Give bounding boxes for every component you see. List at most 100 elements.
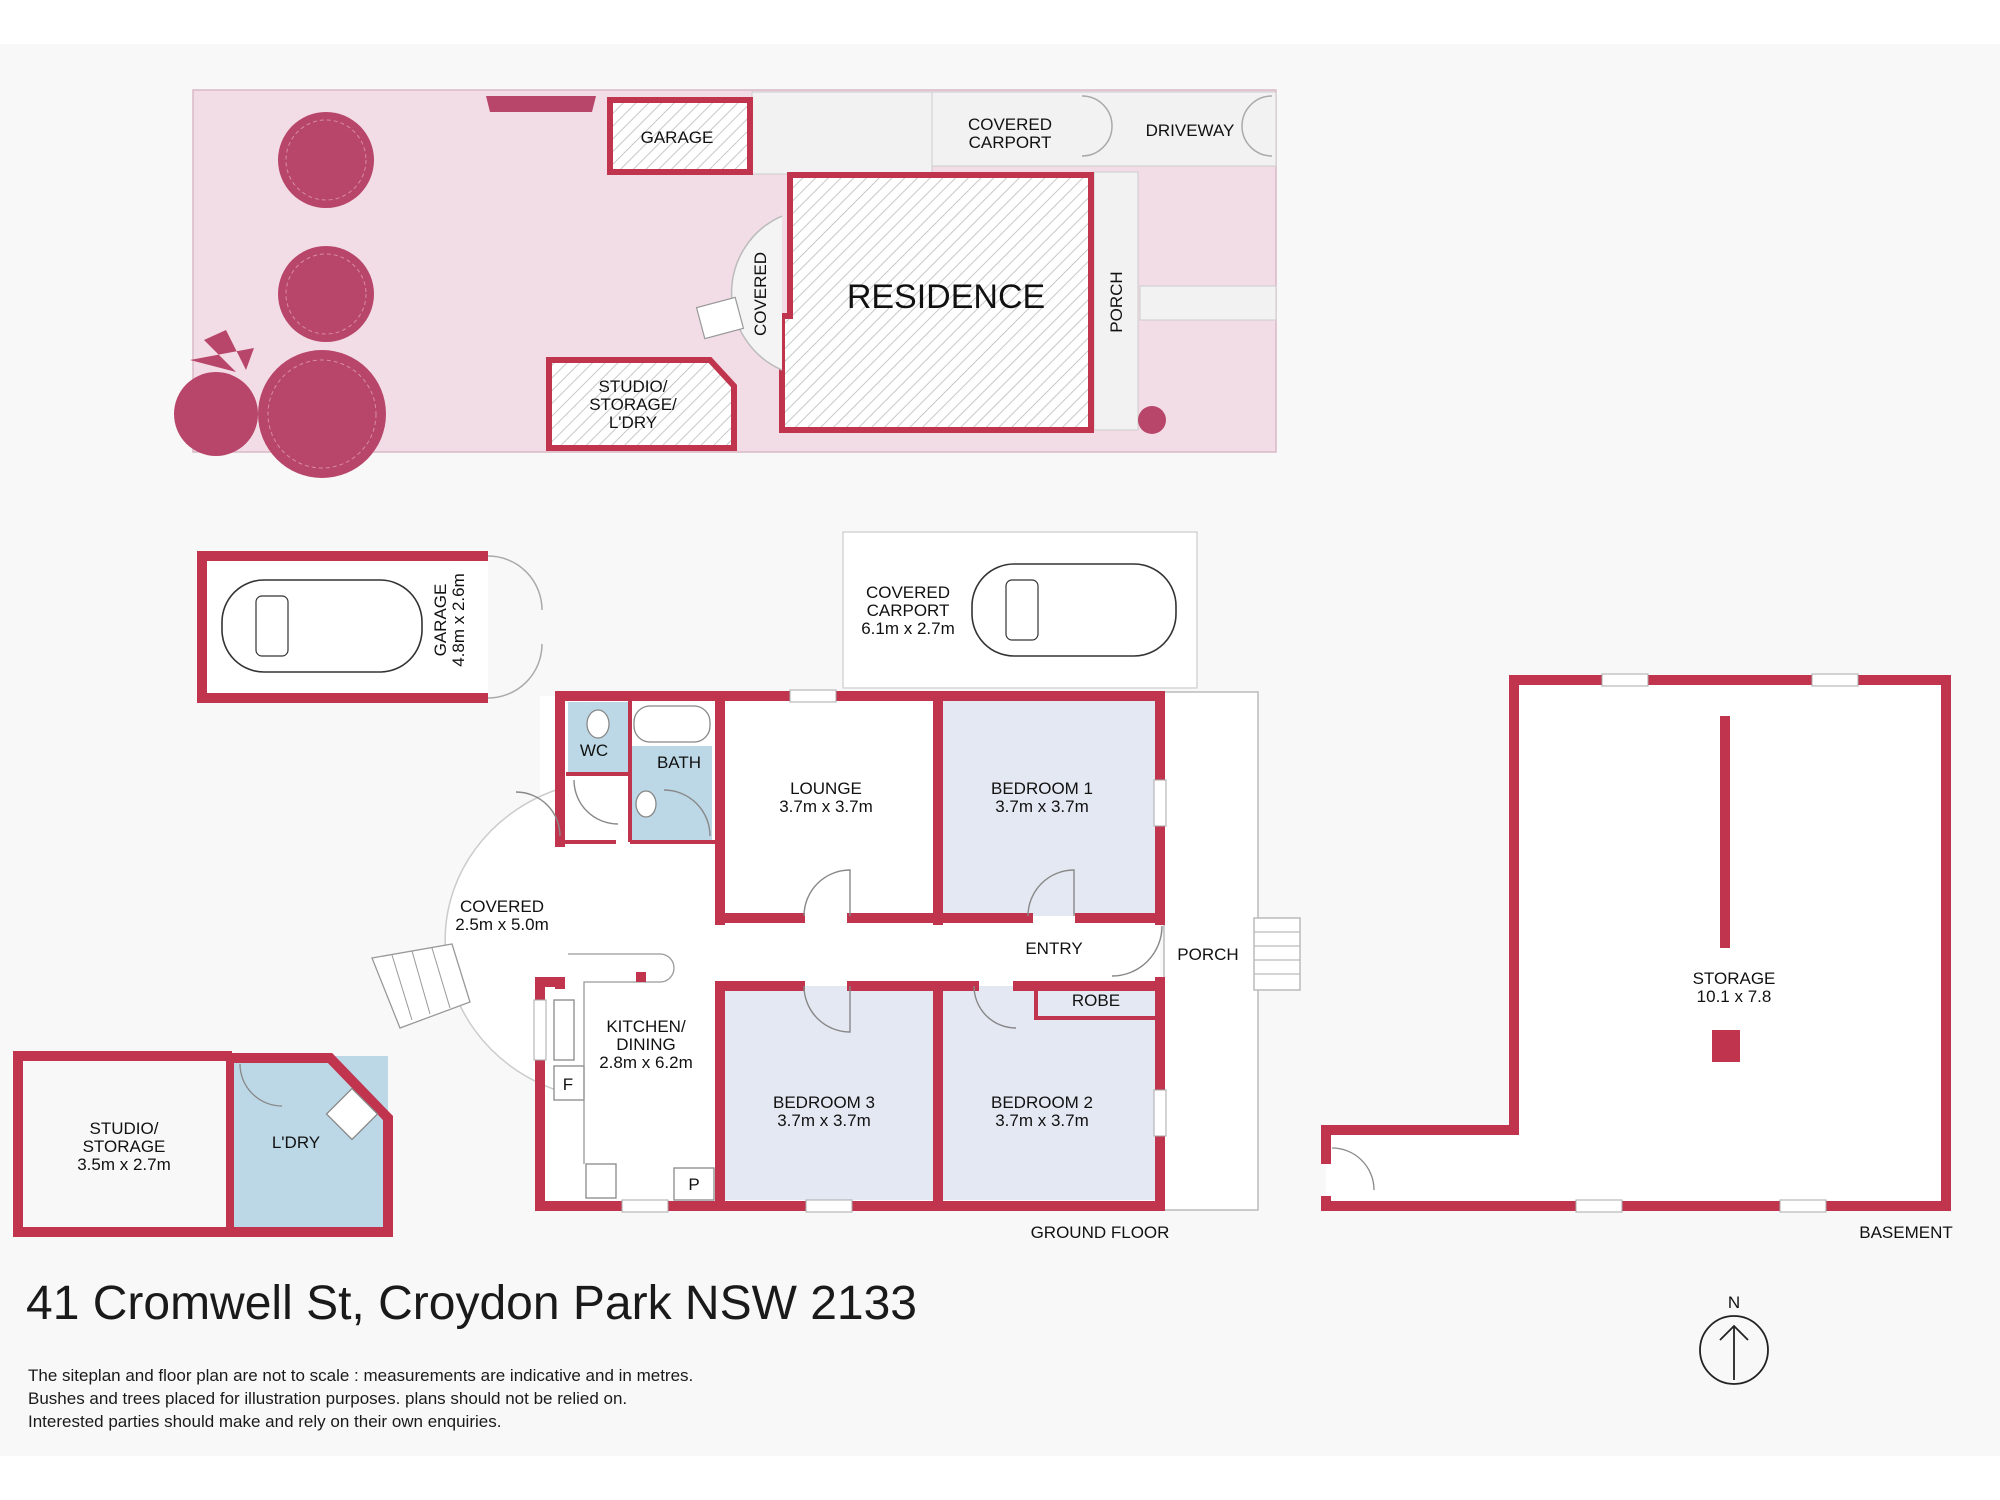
site-carport-label-2: CARPORT [969, 133, 1052, 152]
site-studio-label-2: STORAGE/ [589, 395, 677, 414]
robe-label: ROBE [1072, 991, 1120, 1010]
site-covered-label: COVERED [751, 252, 770, 336]
covered-size: 2.5m x 5.0m [455, 915, 549, 934]
compass-circle [1699, 1315, 1769, 1385]
bedroom2-name: BEDROOM 2 [991, 1093, 1093, 1112]
disclaimer-line-1: The siteplan and floor plan are not to s… [28, 1366, 694, 1385]
site-carport-label-1: COVERED [968, 115, 1052, 134]
ground-floor-label: GROUND FLOOR [1031, 1223, 1170, 1242]
site-covered-area [730, 215, 783, 371]
carport-name-2: CARPORT [867, 601, 950, 620]
basement-floor [1326, 680, 1946, 1206]
studio-name-1: STUDIO/ [90, 1119, 159, 1138]
porch-area [1163, 691, 1259, 1211]
wet-area-walls [560, 700, 1156, 1020]
disclaimer: The siteplan and floor plan are not to s… [28, 1364, 693, 1433]
site-paving [751, 91, 933, 175]
hedge-1 [486, 96, 596, 112]
covered-area [444, 789, 557, 1091]
kitchen-column [636, 972, 646, 982]
garage-size: 4.8m x 2.6m [449, 573, 468, 667]
basement-label: BASEMENT [1859, 1223, 1953, 1242]
laundry-label: L'DRY [272, 1133, 320, 1152]
site-garage [607, 97, 753, 175]
lounge-size: 3.7m x 3.7m [779, 797, 873, 816]
site-residence-label: RESIDENCE [847, 278, 1045, 316]
site-path [1139, 285, 1277, 321]
tree-2 [278, 246, 374, 342]
bedroom2-size: 3.7m x 3.7m [995, 1111, 1089, 1130]
driveway-gates [1081, 95, 1273, 157]
bedroom3-size: 3.7m x 3.7m [777, 1111, 871, 1130]
basement-windows [1575, 673, 1859, 1213]
storage-size: 10.1 x 7.8 [1697, 987, 1772, 1006]
site-studio-label-3: L'DRY [609, 413, 657, 432]
tree-1 [278, 112, 374, 208]
covered-steps [371, 943, 471, 1029]
compass-n-label: N [1728, 1293, 1740, 1312]
entry-label: ENTRY [1025, 939, 1082, 958]
porch-label: PORCH [1177, 945, 1238, 964]
bedroom1-name: BEDROOM 1 [991, 779, 1093, 798]
basement-door-swing [1331, 1147, 1375, 1191]
shrub-1 [1138, 406, 1166, 434]
site-driveway-label: DRIVEWAY [1146, 121, 1235, 140]
property-address-title: 41 Cromwell St, Croydon Park NSW 2133 [26, 1277, 917, 1330]
laundry-tub [325, 1087, 379, 1141]
ground-floor-plan: GARAGE 4.8m x 2.6m COVERED CARPORT 6.1m … [13, 531, 1301, 1242]
site-residence [779, 172, 1094, 433]
sink [553, 999, 575, 1061]
disclaimer-line-2: Bushes and trees placed for illustration… [28, 1389, 628, 1408]
garage-car [221, 579, 423, 673]
site-carport-area [931, 91, 1277, 167]
bathtub [633, 705, 711, 743]
studio-name-2: STORAGE [83, 1137, 166, 1156]
kitchen-name-1: KITCHEN/ [606, 1017, 686, 1036]
basin [635, 790, 657, 818]
bedroom3-fill [720, 986, 938, 1200]
bath-label: BATH [657, 753, 701, 772]
wc-label: WC [580, 741, 608, 760]
garage-name: GARAGE [431, 584, 450, 657]
kitchen-size: 2.8m x 6.2m [599, 1053, 693, 1072]
site-garage-label: GARAGE [641, 128, 714, 147]
fridge-label: F [563, 1075, 573, 1094]
cooktop [585, 1163, 617, 1199]
site-plan: GARAGE COVERED CARPORT DRIVEWAY RESIDENC… [174, 89, 1277, 478]
fridge-space [553, 1065, 585, 1101]
kitchen-bench [568, 953, 675, 1164]
basement-beam [1720, 716, 1730, 948]
studio-laundry-walls [13, 1051, 393, 1237]
storage-name: STORAGE [1693, 969, 1776, 988]
covered-name: COVERED [460, 897, 544, 916]
site-studio [546, 357, 737, 451]
basement-plan: STORAGE 10.1 x 7.8 BASEMENT [1321, 673, 1953, 1242]
basement-pier [1712, 1030, 1740, 1062]
door-swings [515, 779, 1163, 1033]
disclaimer-line-3: Interested parties should make and rely … [28, 1412, 502, 1431]
site-covered-steps [695, 296, 745, 340]
site-studio-label-1: STUDIO/ [599, 377, 668, 396]
lounge-name: LOUNGE [790, 779, 862, 798]
site-porch-area [1093, 171, 1139, 431]
carport-name-1: COVERED [866, 583, 950, 602]
bedroom1-fill [938, 696, 1160, 916]
bush-1 [174, 372, 258, 456]
site-porch-label: PORCH [1107, 271, 1126, 332]
north-arrow: N [1699, 1293, 1769, 1385]
pantry-cupboard [673, 1167, 715, 1201]
bedroom3-name: BEDROOM 3 [773, 1093, 875, 1112]
laundry-door-swing [239, 1063, 283, 1107]
garage-doors [487, 555, 543, 699]
pantry-label: P [688, 1175, 699, 1194]
palm-1 [190, 330, 254, 372]
carport-size: 6.1m x 2.7m [861, 619, 955, 638]
tree-3 [258, 350, 386, 478]
windows [533, 689, 1167, 1213]
porch-steps [1253, 917, 1301, 991]
basement-walls [1321, 675, 1951, 1211]
toilet [586, 709, 610, 739]
studio-size: 3.5m x 2.7m [77, 1155, 171, 1174]
bedroom1-size: 3.7m x 3.7m [995, 797, 1089, 816]
